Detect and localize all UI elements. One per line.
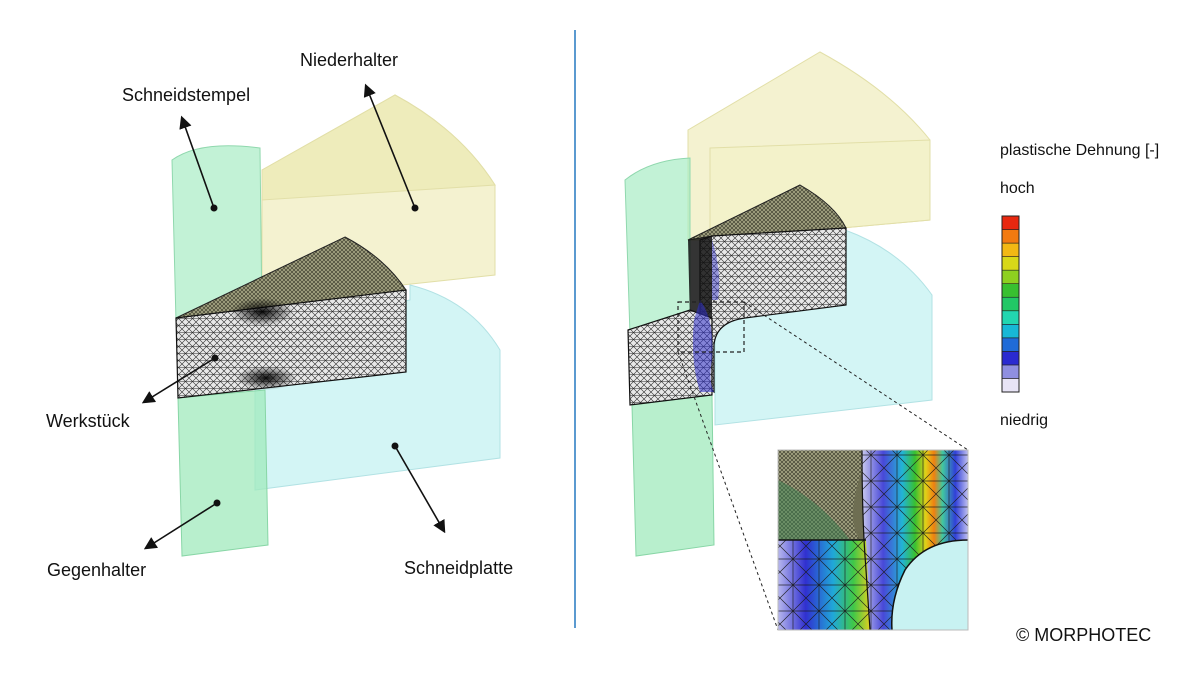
- colorbar-segment: [1001, 310, 1020, 325]
- right-gegenhalter-shape: [631, 394, 715, 557]
- colorbar-segment: [1001, 242, 1020, 257]
- colorbar-segment: [1001, 269, 1020, 284]
- label-schneidstempel: Schneidstempel: [122, 85, 251, 105]
- right-werkstueck-mesh: [627, 184, 847, 406]
- zoom-inset: [778, 450, 968, 630]
- colorbar: [1001, 215, 1020, 393]
- colorbar-segment: [1001, 215, 1020, 230]
- left-model: [141, 83, 501, 557]
- detail-frame: [677, 301, 745, 353]
- colorbar-segment: [1001, 364, 1020, 379]
- legend-low: niedrig: [1000, 412, 1049, 429]
- colorbar-segment: [1001, 256, 1020, 271]
- werkstueck-mesh: [175, 236, 407, 399]
- colorbar-segment: [1001, 337, 1020, 352]
- colorbar-segment: [1001, 229, 1020, 244]
- gegenhalter-shape: [177, 389, 269, 557]
- copyright: © MORPHOTEC: [1016, 625, 1152, 645]
- right-stempel-shape: [624, 157, 691, 336]
- label-werkstueck: Werkstück: [46, 411, 130, 431]
- colorbar-segment: [1001, 283, 1020, 298]
- legend-title: plastische Dehnung [-]: [1000, 142, 1160, 159]
- label-gegenhalter: Gegenhalter: [47, 560, 147, 580]
- pointer-dots: [210, 204, 419, 507]
- right-model: [624, 51, 969, 631]
- legend-high: hoch: [1000, 180, 1035, 197]
- label-schneidplatte: Schneidplatte: [404, 558, 514, 578]
- schneidstempel-shape: [171, 145, 263, 323]
- colorbar-segment: [1001, 378, 1020, 393]
- colorbar-segment: [1001, 296, 1020, 312]
- left-pointers: [141, 83, 446, 550]
- colorbar-segment: [1001, 351, 1020, 366]
- label-niederhalter: Niederhalter: [300, 50, 399, 70]
- colorbar-segment: [1001, 324, 1020, 339]
- colorbar-frame: [1001, 215, 1020, 393]
